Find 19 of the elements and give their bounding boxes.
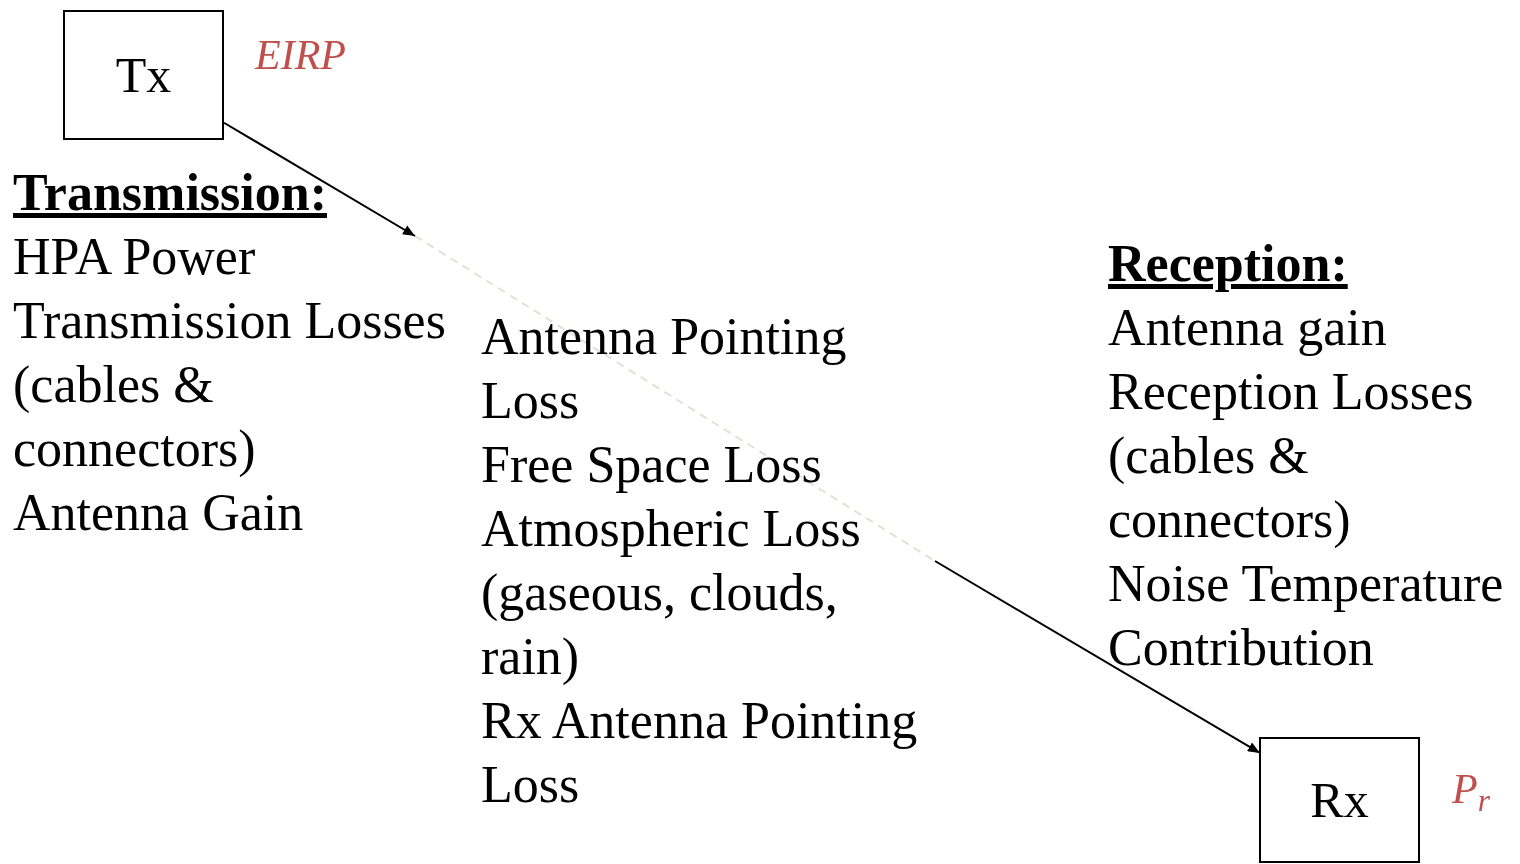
device-box <box>63 10 224 140</box>
section-heading: Transmission: <box>13 163 327 223</box>
section-heading: Reception: <box>1108 234 1348 294</box>
power-label: P$_{r}$ <box>1452 768 1490 810</box>
factor-text: HPA Power <box>13 227 256 287</box>
factor-text: Rx Antenna Pointing Loss <box>481 691 919 815</box>
factor-text: Transmission Losses (cables & connectors) <box>13 291 447 479</box>
factor-text: Antenna Gain <box>13 483 304 543</box>
factor-text: Antenna Pointing Loss <box>481 307 848 431</box>
factor-text: Noise Temperature Contribution <box>1108 554 1505 678</box>
factor-text: Free Space Loss <box>481 435 822 495</box>
factor-text: Atmospheric Loss (gaseous, clouds, rain) <box>481 499 862 687</box>
factor-text: Reception Losses (cables & connectors) <box>1108 362 1475 550</box>
device-label: Tx <box>115 50 172 100</box>
factor-text: Antenna gain <box>1108 298 1387 358</box>
power-label: EIRP <box>255 34 346 76</box>
device-label: Rx <box>1310 775 1369 825</box>
arrow <box>223 121 1260 754</box>
device-box <box>1259 737 1420 863</box>
